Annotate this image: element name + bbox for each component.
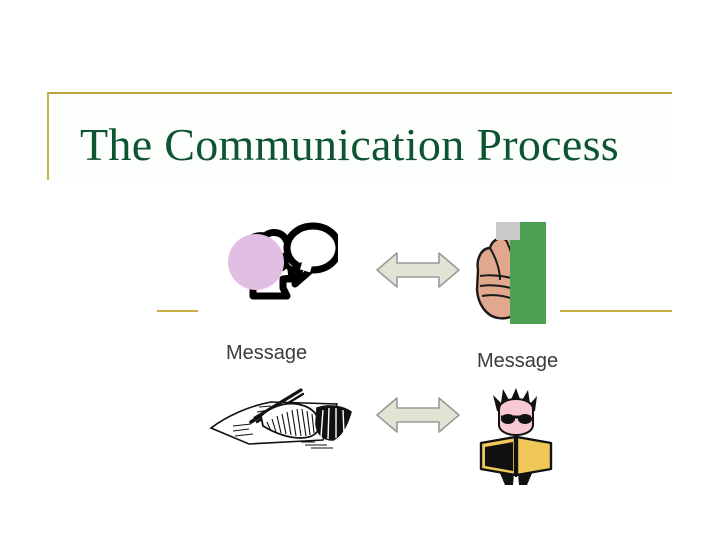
gold-rule-right	[560, 310, 672, 312]
speaker-icon-group	[213, 222, 338, 322]
title-frame	[47, 92, 672, 180]
hair-blob-shape	[228, 234, 284, 290]
gold-rule-left	[157, 310, 198, 312]
page-title: The Communication Process	[80, 119, 619, 170]
reader-icon-group	[473, 385, 559, 490]
double-headed-arrow-icon	[376, 252, 460, 288]
gray-panel-shape	[496, 222, 520, 240]
message-label-left: Message	[226, 342, 308, 364]
hand-writing-with-pen-icon	[209, 388, 352, 449]
speech-bubble-icon	[283, 222, 338, 288]
person-reading-book-icon	[479, 388, 553, 485]
writer-icon-group	[205, 382, 365, 452]
double-headed-arrow-top	[375, 248, 461, 292]
message-label-right: Message	[477, 350, 559, 372]
double-headed-arrow-bottom	[375, 393, 461, 437]
listener-icon-group	[466, 218, 576, 326]
double-headed-arrow-icon	[376, 397, 460, 433]
